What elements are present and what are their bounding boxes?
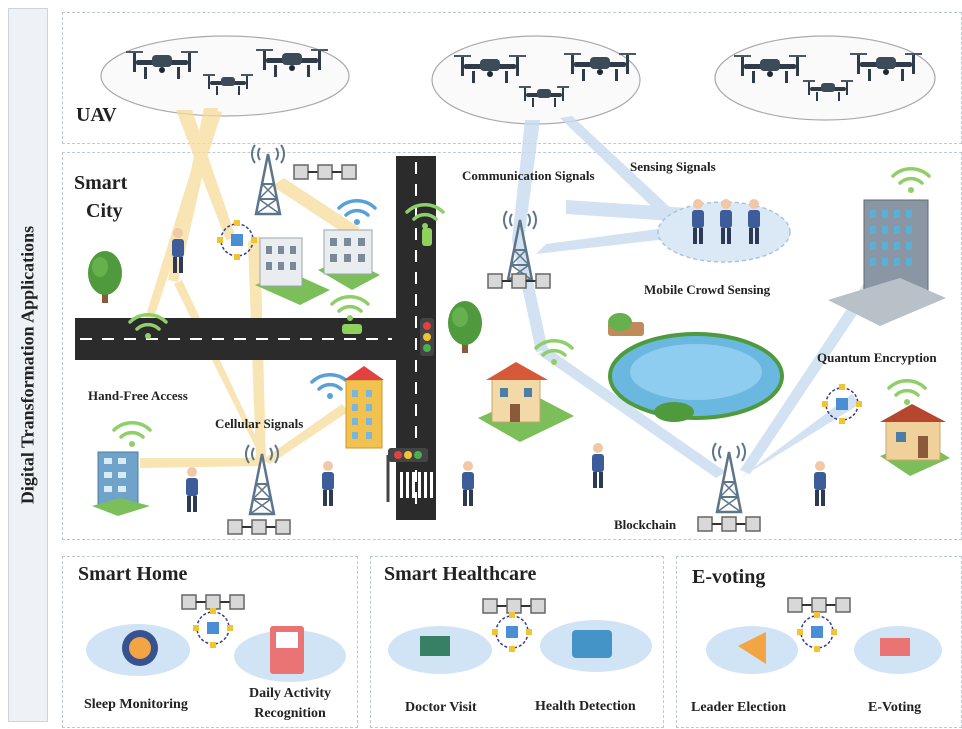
smart-city-title-line2: City — [86, 200, 123, 222]
mobile-crowd-sensing-label: Mobile Crowd Sensing — [644, 282, 771, 297]
e-voting-item-label: E-Voting — [868, 700, 922, 715]
sleep-monitoring-label: Sleep Monitoring — [84, 697, 188, 712]
recognition-label: Recognition — [254, 706, 326, 721]
sidebar-panel: Digital Transformation Applications — [8, 8, 48, 722]
e-voting-title: E-voting — [692, 566, 766, 588]
sensing-signals-label: Sensing Signals — [630, 159, 716, 174]
smart-healthcare-title: Smart Healthcare — [384, 563, 537, 585]
uav-title: UAV — [76, 104, 117, 126]
doctor-visit-label: Doctor Visit — [405, 700, 477, 715]
health-detection-label: Health Detection — [535, 699, 636, 714]
daily-activity-label: Daily Activity — [248, 686, 332, 701]
smart-city-title-line1: Smart — [74, 172, 128, 194]
hand-free-access-label: Hand-Free Access — [88, 388, 188, 403]
blockchain-label: Blockchain — [614, 517, 677, 532]
leader-election-label: Leader Election — [691, 700, 787, 715]
communication-signals-label: Communication Signals — [462, 168, 595, 183]
smart-healthcare-panel — [370, 556, 664, 728]
smart-home-panel — [62, 556, 358, 728]
smart-home-title: Smart Home — [78, 563, 188, 585]
cellular-signals-label: Cellular Signals — [215, 416, 304, 431]
quantum-encryption-label: Quantum Encryption — [817, 350, 937, 365]
